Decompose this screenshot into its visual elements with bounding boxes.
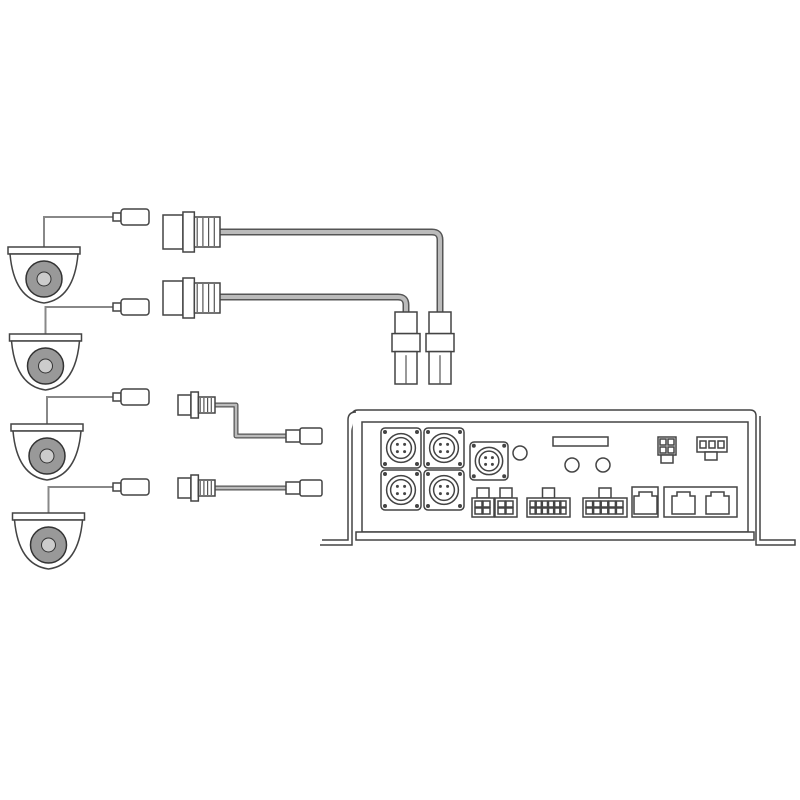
dvr-recorder [320, 409, 796, 546]
camera-1 [7, 216, 113, 304]
rj45-port-2 [671, 491, 696, 515]
sd-card-slot [552, 436, 609, 447]
camera-wire [47, 486, 113, 513]
camera-plug-2 [112, 298, 150, 316]
cable-3 [215, 402, 286, 439]
camera-port-1 [380, 427, 422, 469]
camera-port-4 [423, 469, 465, 511]
camera-lens [39, 448, 55, 464]
bnc-plug-icon [120, 478, 150, 496]
ports-group [380, 427, 738, 518]
indicator-2 [595, 457, 611, 473]
aviation-connector-3 [177, 391, 216, 419]
camera-mount [7, 246, 81, 255]
camera-plug-3 [112, 388, 150, 406]
io-connector [696, 436, 728, 461]
cable-1 [220, 228, 444, 312]
connector-4-end [285, 479, 323, 497]
camera-plug-1 [112, 208, 150, 226]
bnc-plug-icon [120, 388, 150, 406]
camera-mount [10, 423, 84, 432]
bnc-plug-icon [120, 298, 150, 316]
molex-port-3 [526, 487, 571, 518]
camera-mount [8, 333, 83, 342]
camera-3 [10, 396, 113, 481]
connector-3-end [285, 427, 323, 445]
camera-wire [44, 306, 113, 334]
aviation-connector-2-end [391, 311, 421, 385]
rj45-port-3 [705, 491, 730, 515]
antenna-port [512, 445, 528, 461]
power-connector [657, 436, 677, 464]
cameras-group [7, 208, 150, 570]
camera-lens [41, 537, 56, 553]
connectors-group [162, 211, 455, 502]
molex-port-2 [494, 487, 518, 518]
camera-wire [43, 216, 113, 247]
cable-2 [220, 293, 410, 312]
aviation-connector-4 [177, 474, 216, 502]
camera-lens [36, 271, 52, 287]
camera-4 [11, 486, 113, 570]
camera-wire [46, 396, 113, 424]
aux-port [469, 441, 509, 481]
camera-port-3 [380, 469, 422, 511]
camera-plug-4 [112, 478, 150, 496]
aviation-connector-1 [162, 211, 221, 253]
camera-mount [11, 512, 86, 521]
camera-lens [38, 358, 53, 374]
camera-port-2 [423, 427, 465, 469]
molex-port-4 [582, 487, 628, 518]
bnc-plug-icon [120, 208, 150, 226]
rj45-port [633, 491, 658, 515]
camera-2 [8, 306, 113, 391]
indicator-1 [564, 457, 580, 473]
aviation-connector-2 [162, 277, 221, 319]
aviation-connector-1-end [425, 311, 455, 385]
molex-port-1 [471, 487, 495, 518]
